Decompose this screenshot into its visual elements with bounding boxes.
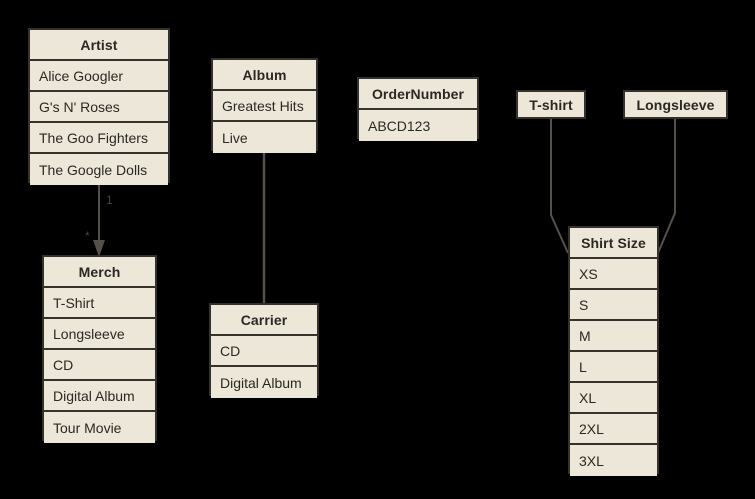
node-artist-item-0[interactable]: Alice Googler [30,61,168,92]
node-artist[interactable]: Artist Alice Googler G's N' Roses The Go… [28,28,170,185]
node-merch-title: Merch [44,257,155,288]
node-order-number[interactable]: OrderNumber ABCD123 [357,77,479,141]
node-shirt-size-item-6[interactable]: 3XL [570,445,657,476]
node-carrier-item-1[interactable]: Digital Album [211,367,317,398]
node-artist-title: Artist [30,30,168,61]
node-shirt-size-item-2[interactable]: M [570,321,657,352]
node-shirt-size-title: Shirt Size [570,228,657,259]
node-album[interactable]: Album Greatest Hits Live [211,58,318,153]
node-shirt-size[interactable]: Shirt Size XS S M L XL 2XL 3XL [568,226,659,476]
node-merch-item-2[interactable]: CD [44,350,155,381]
node-carrier-item-0[interactable]: CD [211,336,317,367]
node-merch-item-4[interactable]: Tour Movie [44,412,155,443]
edge-tshirt-shirtsize [550,119,569,254]
node-album-item-0[interactable]: Greatest Hits [213,91,316,122]
node-order-number-item-0[interactable]: ABCD123 [359,110,477,141]
node-carrier-title: Carrier [211,305,317,336]
node-tshirt-title: T-shirt [518,92,584,117]
node-shirt-size-item-1[interactable]: S [570,290,657,321]
node-shirt-size-item-3[interactable]: L [570,352,657,383]
edge-label-merch-many: * [85,229,90,243]
node-merch[interactable]: Merch T-Shirt Longsleeve CD Digital Albu… [42,255,157,443]
node-shirt-size-item-0[interactable]: XS [570,259,657,290]
node-artist-item-1[interactable]: G's N' Roses [30,92,168,123]
node-longsleeve-title: Longsleeve [625,92,726,117]
edge-label-artist-one: 1 [106,193,113,207]
node-order-number-title: OrderNumber [359,79,477,110]
node-shirt-size-item-5[interactable]: 2XL [570,414,657,445]
node-artist-item-2[interactable]: The Goo Fighters [30,123,168,154]
node-carrier[interactable]: Carrier CD Digital Album [209,303,319,398]
node-merch-item-3[interactable]: Digital Album [44,381,155,412]
node-merch-item-0[interactable]: T-Shirt [44,288,155,319]
node-merch-item-1[interactable]: Longsleeve [44,319,155,350]
node-longsleeve[interactable]: Longsleeve [623,90,728,119]
node-tshirt[interactable]: T-shirt [516,90,586,119]
edge-longsleeve-shirtsize [657,119,676,254]
node-artist-item-3[interactable]: The Google Dolls [30,154,168,185]
node-album-title: Album [213,60,316,91]
node-shirt-size-item-4[interactable]: XL [570,383,657,414]
node-album-item-1[interactable]: Live [213,122,316,153]
